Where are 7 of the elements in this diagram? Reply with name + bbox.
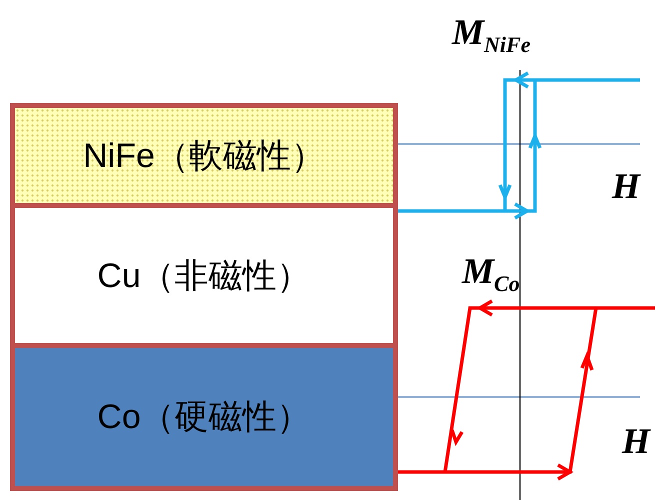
layer-label: Cu（非磁性） <box>97 256 311 296</box>
field-axis-label: H <box>612 168 640 204</box>
magnetization-axis-label: M$_{Co}$ <box>462 253 520 296</box>
magnetization-axis-label: M$_{NiFe}$ <box>452 14 530 56</box>
layer-label: NiFe（軟磁性） <box>83 136 325 176</box>
layer-label: Co（硬磁性） <box>97 397 311 438</box>
field-axis-label: H <box>622 423 650 459</box>
